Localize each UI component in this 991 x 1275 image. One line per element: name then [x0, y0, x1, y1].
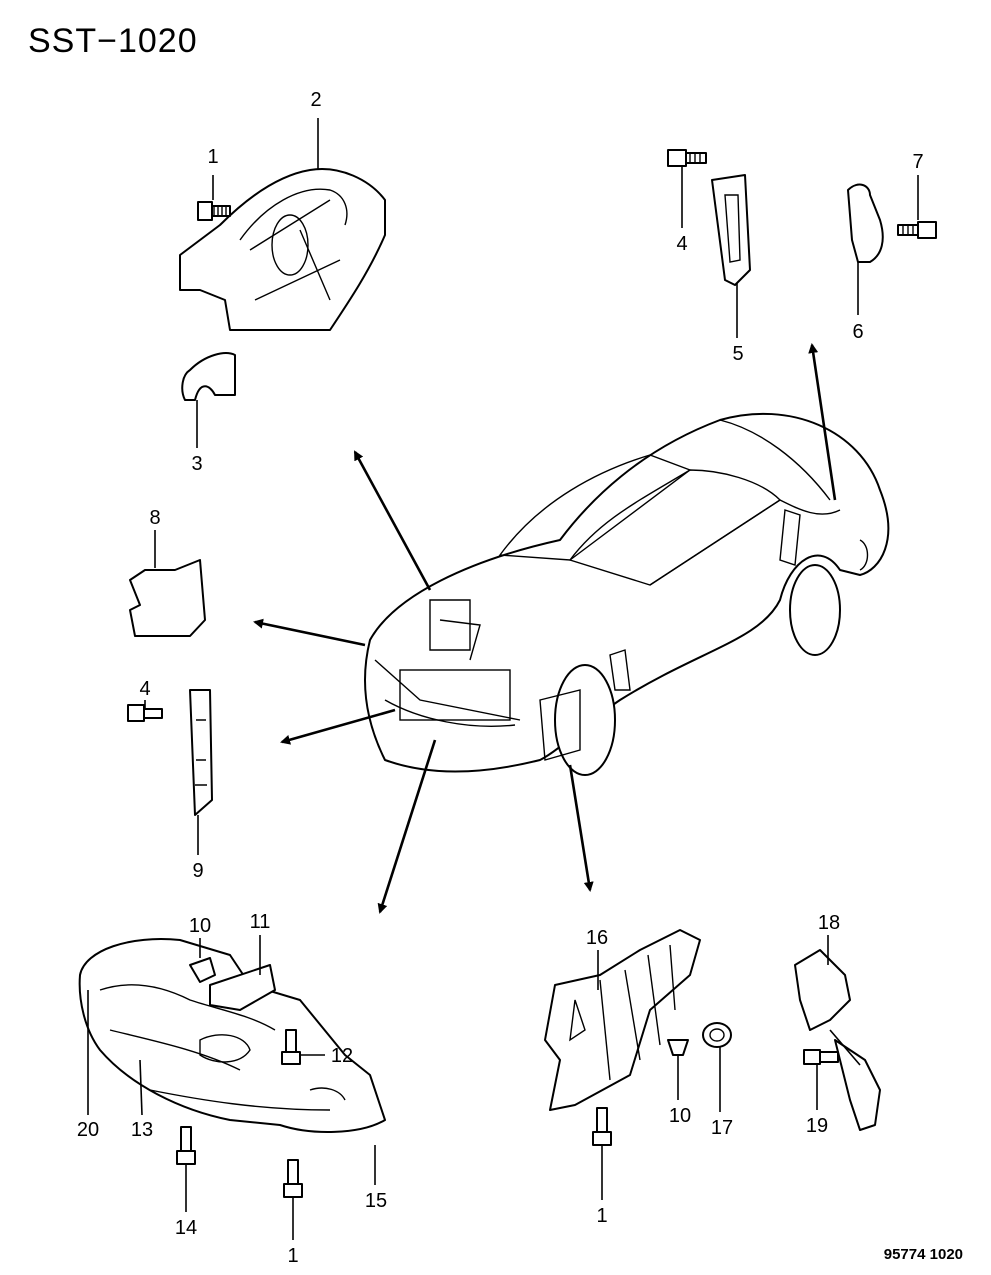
- part-4-bolt-mid: [127, 704, 163, 722]
- callout-10-left: 10: [189, 915, 211, 937]
- callout-20: 20: [77, 1119, 99, 1141]
- callout-14: 14: [175, 1217, 197, 1239]
- part-6-bracket: [847, 183, 884, 263]
- part-20-under-cover: [78, 938, 386, 1133]
- callout-11: 11: [250, 911, 271, 933]
- callout-12: 12: [331, 1045, 353, 1067]
- part-10-clip-left: [189, 957, 216, 983]
- callout-4-mid-left: 4: [139, 678, 150, 700]
- part-4-bolt-top: [667, 149, 707, 167]
- part-5-brace: [711, 174, 751, 286]
- arrow-to-splash-shield: [568, 764, 594, 892]
- leader-lines: [87, 118, 919, 1240]
- callout-8: 8: [149, 507, 160, 529]
- callout-13: 13: [131, 1119, 153, 1141]
- part-8-pad: [129, 559, 206, 637]
- callout-18: 18: [818, 912, 840, 934]
- callout-16: 16: [586, 927, 608, 949]
- part-9-strip: [189, 689, 213, 816]
- part-16-splash-shield: [544, 929, 701, 1111]
- callout-7: 7: [912, 151, 923, 173]
- callout-5: 5: [732, 343, 743, 365]
- part-1-bolt-bottom-left: [283, 1159, 303, 1198]
- callout-2: 2: [310, 89, 321, 111]
- arrow-to-under-cover: [377, 739, 437, 914]
- callout-4-upper-right: 4: [676, 233, 687, 255]
- part-12-bolt: [281, 1029, 301, 1065]
- part-19-bolt: [803, 1049, 839, 1065]
- diagram-code: SST−1020: [28, 22, 198, 60]
- part-17-grommet: [702, 1022, 732, 1048]
- part-2-shroud: [179, 168, 386, 331]
- callout-1-top: 1: [207, 146, 218, 168]
- arrow-to-item-9: [280, 708, 396, 745]
- part-1-bolt-top: [197, 201, 231, 221]
- callout-15: 15: [365, 1190, 387, 1212]
- callout-labels: 1 2 3 4 5 6 7 8 4 9 10 11 12 20 13 14 1 …: [77, 89, 924, 1267]
- callout-6: 6: [852, 321, 863, 343]
- callout-1-bottom-right: 1: [596, 1205, 607, 1227]
- callout-19: 19: [806, 1115, 828, 1137]
- part-1-bolt-bottom-right: [592, 1107, 612, 1146]
- part-7-bolt: [897, 221, 937, 239]
- arrow-to-upper-left-group: [353, 450, 432, 591]
- part-3-bracket: [181, 352, 236, 401]
- footer-code: 95774 1020: [883, 1246, 963, 1263]
- callout-10-right: 10: [669, 1105, 691, 1127]
- arrow-to-upper-right-group: [808, 343, 837, 501]
- car-illustration: [364, 412, 890, 776]
- callout-1-bottom-left: 1: [287, 1245, 298, 1267]
- callout-9: 9: [192, 860, 203, 882]
- part-14-bolt: [176, 1126, 196, 1165]
- part-10-clip-right: [667, 1039, 689, 1056]
- callout-3: 3: [191, 453, 202, 475]
- arrow-to-item-8: [253, 618, 366, 647]
- part-18-bracket: [794, 949, 881, 1131]
- callout-17: 17: [711, 1117, 733, 1139]
